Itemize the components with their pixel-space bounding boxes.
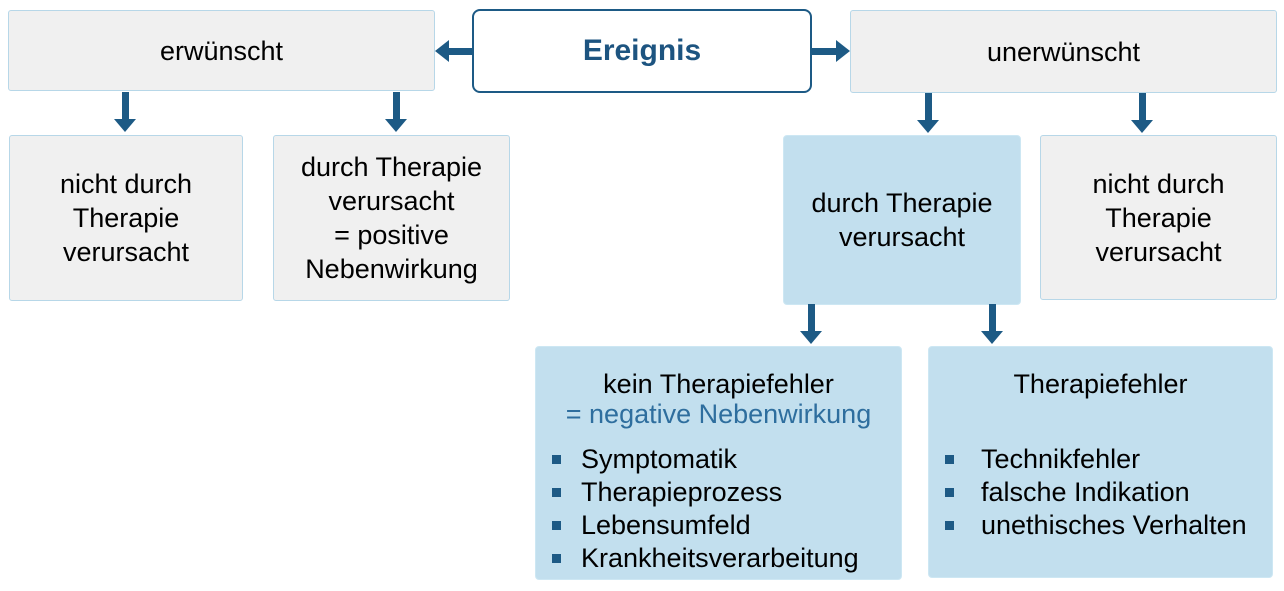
list-item-label: unethisches Verhalten: [981, 510, 1247, 540]
arrow-down-icon: [800, 304, 822, 344]
box-therapy-error: Therapiefehler Technikfehler falsche Ind…: [928, 346, 1273, 578]
bullet-square-icon: [945, 455, 954, 464]
no-therapy-error-title: kein Therapiefehler: [603, 369, 834, 399]
box-text-line: verursacht: [1095, 236, 1222, 267]
box-text-line: verursacht: [838, 222, 966, 252]
list-item: falsche Indikation: [941, 476, 1272, 509]
list-item-label: Krankheitsverarbeitung: [581, 543, 859, 573]
arrow-down-icon: [917, 93, 939, 133]
list-item: Krankheitsverarbeitung: [548, 542, 901, 575]
list-item-label: Symptomatik: [581, 444, 738, 474]
therapy-error-title: Therapiefehler: [1013, 369, 1188, 399]
box-no-therapy-error: kein Therapiefehler = negative Nebenwirk…: [535, 346, 902, 580]
bullet-square-icon: [552, 521, 561, 530]
box-text-line: Therapie: [1105, 202, 1212, 233]
box-not-caused-by-therapy-left: nicht durch Therapie verursacht: [9, 135, 243, 301]
no-therapy-error-subtitle: = negative Nebenwirkung: [565, 399, 872, 429]
bullet-square-icon: [945, 488, 954, 497]
box-ereignis: Ereignis: [472, 9, 812, 93]
list-item: Therapieprozess: [548, 476, 901, 509]
list-item-label: Lebensumfeld: [581, 510, 751, 540]
list-item: Technikfehler: [941, 443, 1272, 476]
box-unerwuenscht-label: unerwünscht: [986, 36, 1141, 67]
box-erwuenscht: erwünscht: [8, 10, 435, 91]
no-therapy-error-bullet-list: Symptomatik Therapieprozess Lebensumfeld…: [536, 443, 901, 575]
box-ereignis-label: Ereignis: [582, 34, 702, 67]
list-item-label: falsche Indikation: [981, 477, 1190, 507]
box-text-line: Therapie: [72, 203, 180, 233]
box-text-line: nicht durch: [1092, 168, 1225, 199]
box-text-line: nicht durch: [59, 169, 193, 199]
list-item-label: Therapieprozess: [581, 477, 783, 507]
box-caused-by-therapy-positive: durch Therapie verursacht = positive Neb…: [273, 135, 510, 301]
bullet-square-icon: [552, 488, 561, 497]
box-text-line: = positive: [334, 220, 449, 250]
box-unerwuenscht: unerwünscht: [850, 10, 1277, 93]
box-text-line: durch Therapie: [811, 188, 993, 218]
box-text-line: verursacht: [62, 237, 190, 267]
box-text-line: durch Therapie: [300, 152, 483, 182]
box-not-caused-by-therapy-right: nicht durch Therapie verursacht: [1040, 135, 1277, 300]
arrow-left-icon: [435, 40, 472, 62]
arrow-down-icon: [981, 304, 1003, 344]
box-erwuenscht-label: erwünscht: [159, 35, 284, 66]
arrow-down-icon: [114, 92, 136, 132]
bullet-square-icon: [552, 455, 561, 464]
list-item-label: Technikfehler: [981, 444, 1141, 474]
list-item: Lebensumfeld: [548, 509, 901, 542]
box-text-line: verursacht: [328, 186, 455, 216]
arrow-right-icon: [812, 40, 850, 62]
arrow-down-icon: [385, 92, 407, 132]
bullet-square-icon: [552, 554, 561, 563]
therapy-error-bullet-list: Technikfehler falsche Indikation unethis…: [929, 443, 1272, 542]
box-caused-by-therapy: durch Therapie verursacht: [783, 135, 1021, 305]
list-item: Symptomatik: [548, 443, 901, 476]
box-text-line: Nebenwirkung: [305, 254, 478, 284]
arrow-down-icon: [1131, 93, 1153, 133]
bullet-square-icon: [945, 521, 954, 530]
list-item: unethisches Verhalten: [941, 509, 1272, 542]
